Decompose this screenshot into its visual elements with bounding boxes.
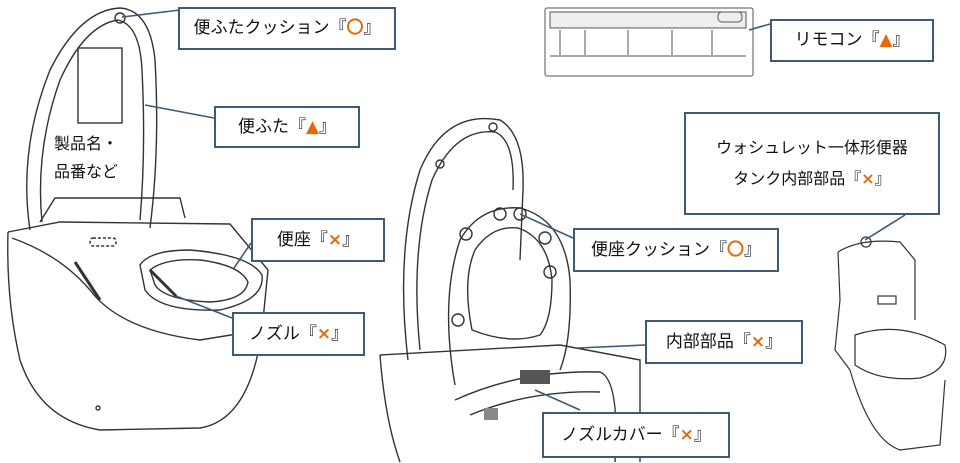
product-name-line1: 製品名・ <box>54 134 119 153</box>
callout-bracket-end: 』 <box>874 168 891 188</box>
callout-lid-text: 便ふた『 <box>237 116 306 137</box>
triangle-mark: ▲ <box>305 116 320 137</box>
callout-nozzle-cover: ノズルカバー『×』 <box>542 412 730 458</box>
cross-mark: × <box>861 168 875 188</box>
callout-nozzle: ノズル『×』 <box>232 312 365 356</box>
leader-lines <box>121 9 906 411</box>
callout-washlet-line2-text: タンク内部部品『 <box>733 168 862 188</box>
circle-mark: 〇 <box>727 239 744 260</box>
callout-bracket-end: 』 <box>331 323 349 344</box>
callout-seat-cushion: 便座クッション『〇』 <box>573 228 779 272</box>
callout-bracket-end: 』 <box>342 229 360 250</box>
callout-bracket-end: 』 <box>765 331 783 352</box>
callout-bracket-end: 』 <box>363 18 381 38</box>
toilet-left-illustration <box>7 7 269 431</box>
callout-lid-cushion-text: 便ふたクッション『 <box>193 18 347 38</box>
callout-nozzle-text: ノズル『 <box>248 323 317 344</box>
callout-washlet-line1: ウォシュレット一体形便器 <box>716 138 908 158</box>
callout-inner-parts: 内部部品『×』 <box>645 320 803 364</box>
callout-washlet-line2: タンク内部部品『×』 <box>733 164 890 194</box>
remote-control-illustration <box>544 7 754 77</box>
callout-seat: 便座『×』 <box>251 218 385 262</box>
callout-lid: 便ふた『▲』 <box>214 106 360 148</box>
callout-bracket-end: 』 <box>744 239 761 260</box>
product-name-label: 製品名・ 品番など <box>54 130 118 186</box>
cross-mark: × <box>316 323 332 344</box>
cross-mark: × <box>679 424 694 445</box>
callout-washlet-tank: ウォシュレット一体形便器 タンク内部部品『×』 <box>684 112 940 215</box>
product-name-line2: 品番など <box>54 162 119 181</box>
callout-bracket-end: 』 <box>693 424 711 445</box>
callout-nozzle-cover-text: ノズルカバー『 <box>561 424 680 445</box>
callout-remote-text: リモコン『 <box>794 30 880 50</box>
triangle-mark: ▲ <box>879 30 893 50</box>
toilet-center-illustration <box>379 117 641 463</box>
callout-lid-cushion: 便ふたクッション『〇』 <box>178 7 396 50</box>
cross-mark: × <box>327 229 343 250</box>
toilet-right-illustration <box>834 236 947 451</box>
callout-seat-text: 便座『 <box>276 229 328 250</box>
callout-bracket-end: 』 <box>892 30 910 50</box>
callout-bracket-end: 』 <box>319 116 337 137</box>
cross-mark: × <box>750 331 766 352</box>
callout-seat-cushion-text: 便座クッション『 <box>591 239 727 260</box>
circle-mark: 〇 <box>346 18 364 38</box>
callout-remote: リモコン『▲』 <box>770 19 934 62</box>
callout-inner-parts-text: 内部部品『 <box>665 331 751 352</box>
